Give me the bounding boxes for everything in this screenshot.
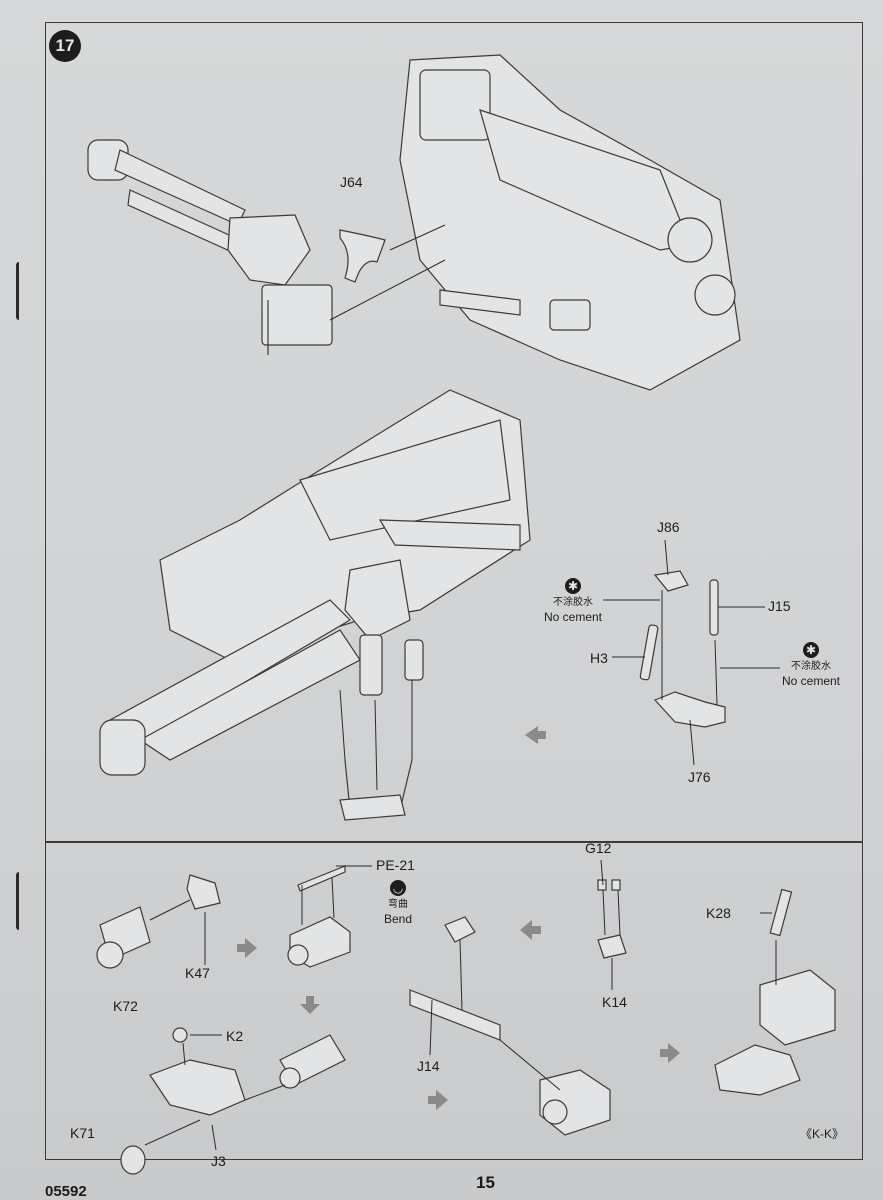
gun-assembly-middle [99, 389, 531, 776]
label-h3: H3 [590, 650, 608, 666]
part-k2-assembly [149, 1027, 346, 1116]
direction-arrow-right-2 [428, 1090, 448, 1110]
label-k72: K72 [113, 998, 138, 1014]
product-code: 05592 [45, 1183, 87, 1200]
label-pe21: PE-21 [376, 857, 415, 873]
main-step-frame [45, 22, 863, 842]
part-k72 [96, 906, 151, 969]
no-glue-icon: ✱ [565, 578, 581, 594]
no-cement-note-1: ✱ 不涂胶水 No cement [543, 578, 603, 624]
part-pe21-assembly [287, 865, 351, 968]
no-cement-note-2: ✱ 不涂胶水 No cement [781, 642, 841, 688]
part-k14-assembly [597, 879, 627, 959]
label-j3: J3 [211, 1153, 226, 1169]
tripod-stand [339, 759, 413, 821]
label-k2: K2 [226, 1028, 244, 1044]
label-j64: J64 [340, 174, 363, 190]
label-j14: J14 [417, 1058, 440, 1074]
no-glue-icon: ✱ [803, 642, 819, 658]
part-j76 [653, 691, 726, 728]
binding-mark-bottom [16, 872, 25, 930]
part-j64 [339, 229, 386, 283]
label-j86: J86 [657, 519, 680, 535]
arm-assembly-top-left [87, 139, 333, 355]
bend-icon: ◡ [390, 880, 406, 896]
label-g12: G12 [585, 840, 612, 856]
label-k47: K47 [185, 965, 210, 981]
sub-assembly-frame [45, 842, 863, 1160]
part-k71 [120, 1145, 146, 1175]
part-k28-assembly [714, 888, 836, 1096]
gun-body-top-right [399, 54, 741, 391]
step-number-badge: 17 [49, 30, 81, 62]
label-k71: K71 [70, 1125, 95, 1141]
label-k14: K14 [602, 994, 627, 1010]
page-number: 15 [476, 1173, 495, 1192]
bend-note: ◡ 弯曲 Bend [383, 880, 413, 926]
view-label-kk: 《K-K》 [800, 1127, 845, 1141]
part-k47 [186, 874, 221, 910]
part-h3 [639, 624, 659, 681]
direction-arrow-left [520, 920, 541, 940]
label-k28: K28 [706, 905, 731, 921]
direction-arrow-down [300, 996, 320, 1014]
direction-arrow-main [525, 726, 546, 744]
direction-arrow-right-3 [660, 1043, 680, 1063]
part-j15 [709, 579, 719, 636]
part-j86 [653, 570, 689, 592]
label-j15: J15 [768, 598, 791, 614]
label-j76: J76 [688, 769, 711, 785]
part-j14-assembly [409, 916, 611, 1136]
binding-mark-top [16, 262, 25, 320]
direction-arrow-right-1 [237, 938, 257, 958]
